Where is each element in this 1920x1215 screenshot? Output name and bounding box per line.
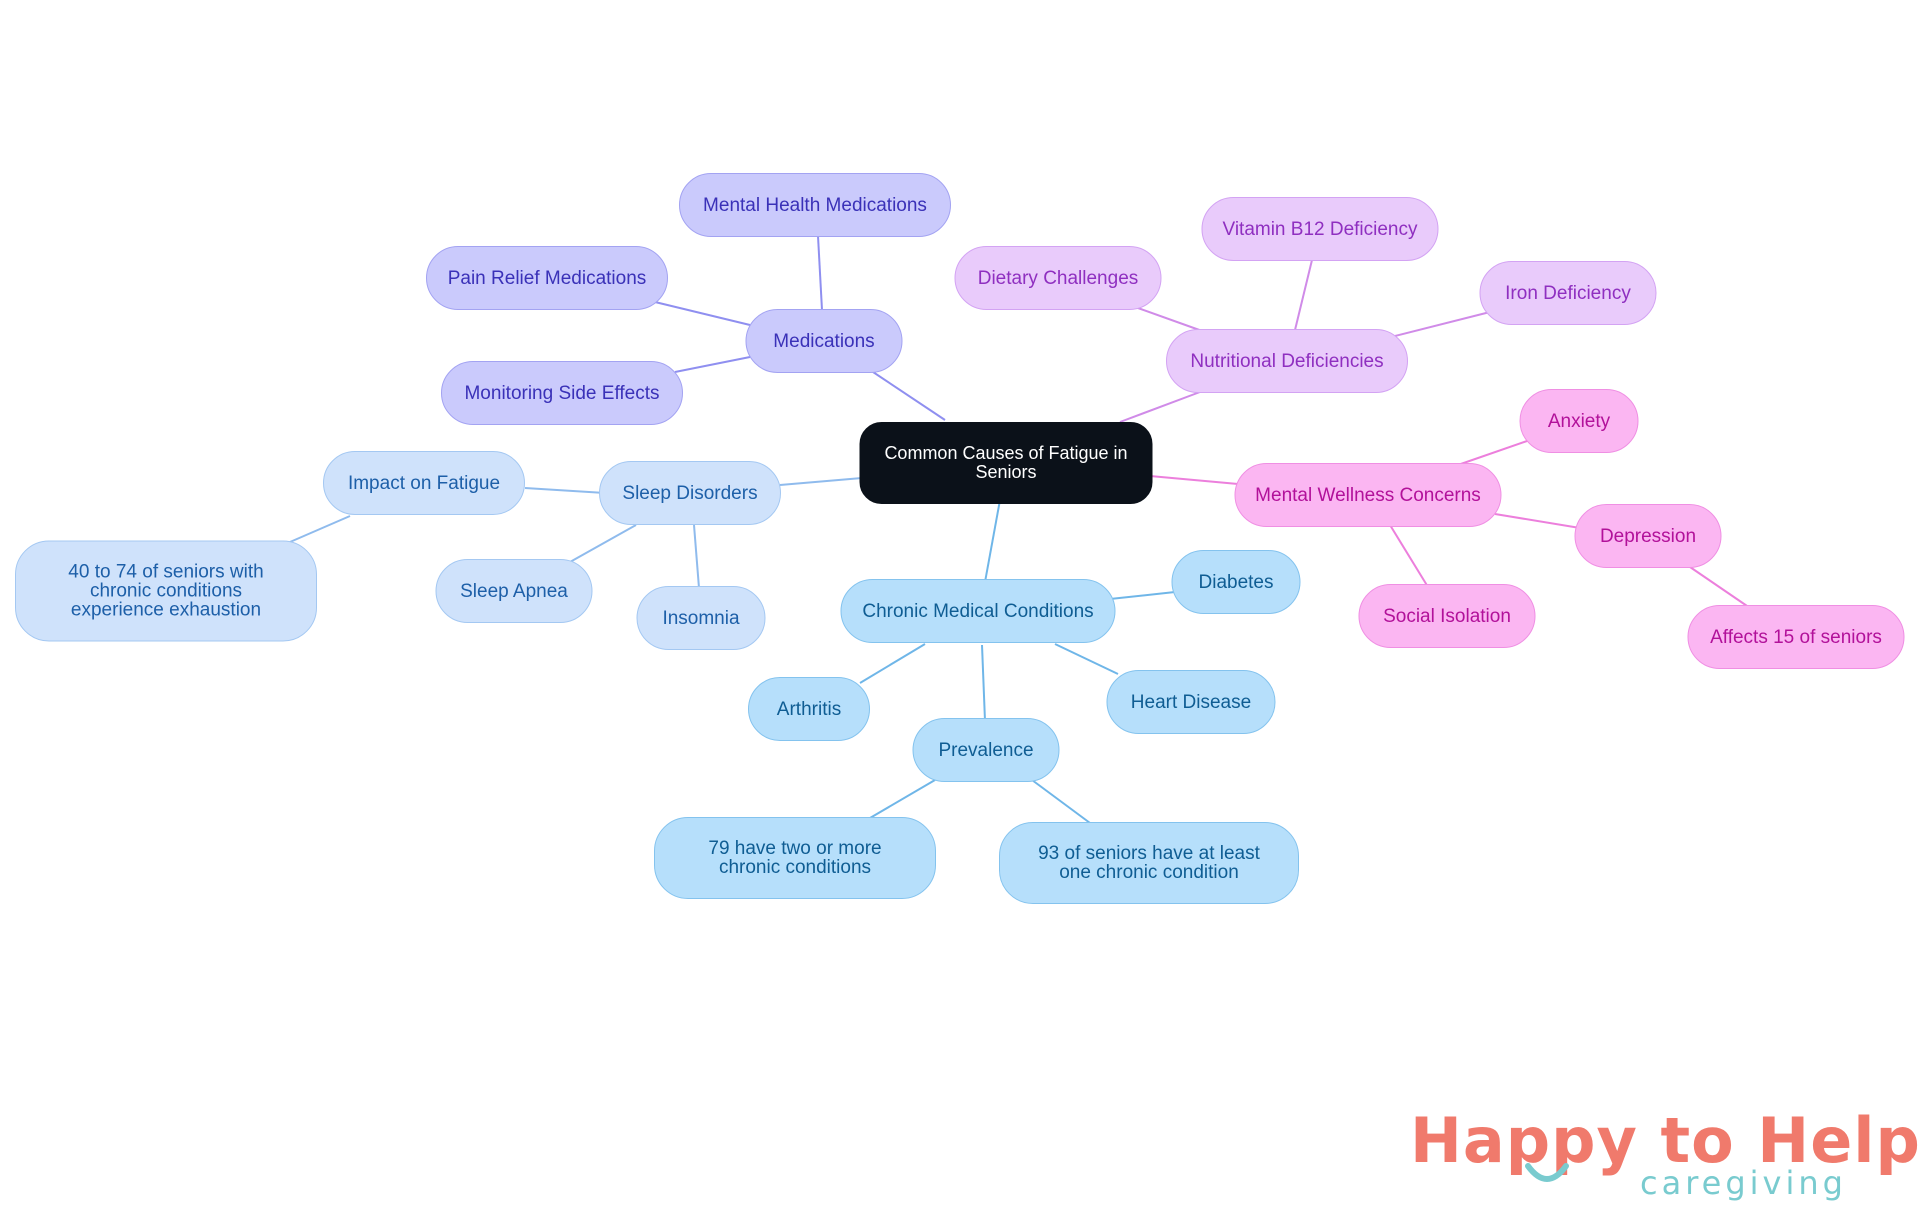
branch-sleep-disorders[interactable]: Sleep Disorders <box>599 461 781 525</box>
logo-wordmark-text: Happy to Help <box>1410 1104 1920 1177</box>
edge-root-nutritional <box>1119 391 1201 423</box>
node-dietary-challenges[interactable]: Dietary Challenges <box>954 246 1162 310</box>
node-93-have-at-least-one[interactable]: 93 of seniors have at least one chronic … <box>999 822 1299 904</box>
node-insomnia[interactable]: Insomnia <box>636 586 766 650</box>
edge-sle-impact <box>524 487 606 494</box>
node-social-isolation[interactable]: Social Isolation <box>1358 584 1536 648</box>
node-affects-15-of-seniors[interactable]: Affects 15 of seniors <box>1687 605 1905 669</box>
edge-chr-prevalence <box>981 644 986 722</box>
logo-tagline: caregiving <box>1640 1164 1847 1202</box>
node-prevalence[interactable]: Prevalence <box>912 718 1060 782</box>
node-heart-disease[interactable]: Heart Disease <box>1106 670 1276 734</box>
node-sleep-apnea[interactable]: Sleep Apnea <box>435 559 593 623</box>
edge-impact-detail <box>289 515 351 543</box>
edge-dep-affects <box>1689 566 1751 609</box>
edge-root-chronic <box>984 499 1001 583</box>
node-depression[interactable]: Depression <box>1574 504 1722 568</box>
edge-med-mental-health <box>817 235 823 311</box>
edge-sle-apnea <box>569 524 637 563</box>
edge-chr-heart <box>1054 643 1119 675</box>
edge-prev-93 <box>1031 779 1091 824</box>
node-diabetes[interactable]: Diabetes <box>1171 550 1301 614</box>
node-monitoring-side-effects[interactable]: Monitoring Side Effects <box>441 361 683 425</box>
branch-nutritional-deficiencies[interactable]: Nutritional Deficiencies <box>1166 329 1408 393</box>
node-mental-health-medications[interactable]: Mental Health Medications <box>679 173 951 237</box>
smile-icon <box>1525 1163 1569 1182</box>
edge-root-mental <box>1149 475 1239 485</box>
node-anxiety[interactable]: Anxiety <box>1519 389 1639 453</box>
node-vitamin-b12-deficiency[interactable]: Vitamin B12 Deficiency <box>1201 197 1439 261</box>
edge-chr-arthritis <box>859 643 926 684</box>
edge-prev-79 <box>869 779 936 819</box>
edge-men-anxiety <box>1454 439 1531 467</box>
edge-men-depression <box>1494 513 1581 529</box>
node-iron-deficiency[interactable]: Iron Deficiency <box>1479 261 1657 325</box>
edge-nut-dietary <box>1137 307 1206 333</box>
edge-med-monitoring <box>674 356 751 373</box>
node-79-have-two-or-more[interactable]: 79 have two or more chronic conditions <box>654 817 936 899</box>
logo-wordmark: Happy to Help <box>1410 1104 1920 1177</box>
node-impact-on-fatigue[interactable]: Impact on Fatigue <box>323 451 525 515</box>
edge-nut-iron <box>1394 311 1491 337</box>
edge-sle-insomnia <box>693 524 700 589</box>
node-impact-detail[interactable]: 40 to 74 of seniors with chronic conditi… <box>15 540 317 642</box>
node-pain-relief-medications[interactable]: Pain Relief Medications <box>426 246 668 310</box>
branch-medications[interactable]: Medications <box>745 309 903 373</box>
edge-nut-b12 <box>1294 259 1313 331</box>
node-arthritis[interactable]: Arthritis <box>748 677 870 741</box>
edge-men-social <box>1389 524 1429 588</box>
root-node[interactable]: Common Causes of Fatigue in Seniors <box>859 422 1153 504</box>
branch-mental-wellness-concerns[interactable]: Mental Wellness Concerns <box>1234 463 1502 527</box>
branch-chronic-medical-conditions[interactable]: Chronic Medical Conditions <box>840 579 1116 643</box>
edge-root-sleep <box>779 477 863 486</box>
edge-chr-diabetes <box>1109 591 1176 600</box>
edge-med-pain <box>654 301 751 326</box>
happy-to-help-logo: Happy to Help caregiving <box>1410 1100 1920 1202</box>
